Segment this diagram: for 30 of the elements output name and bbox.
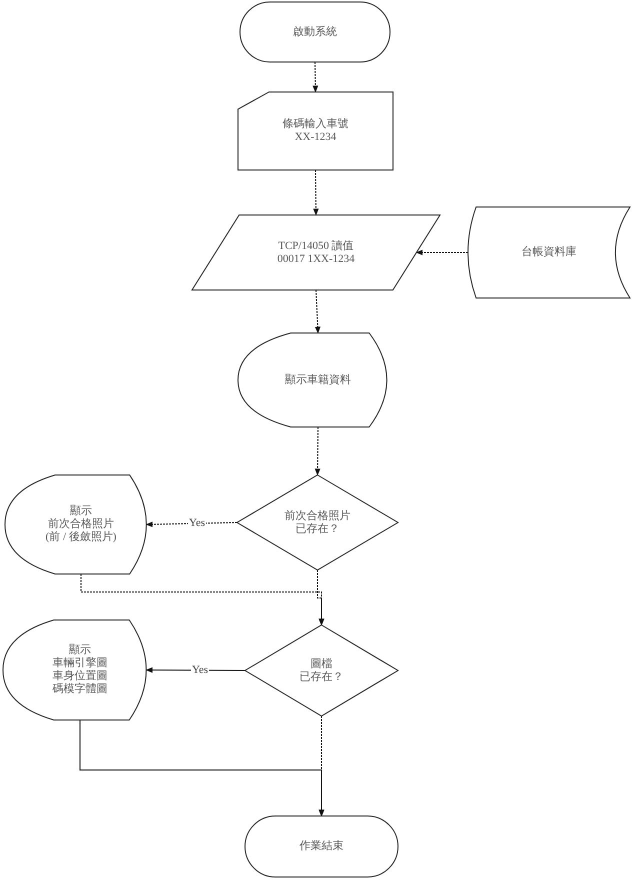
node-text: XX-1234 (294, 131, 336, 144)
node-text: 已存在？ (300, 670, 344, 684)
node-text: 00017 1XX-1234 (277, 252, 355, 266)
node-text: 顯示 (70, 505, 92, 518)
arrow (416, 250, 468, 256)
node-text: 條碼輸入車號 (282, 118, 348, 131)
node-text: 前次合格照片 (48, 518, 114, 531)
arrow (314, 426, 320, 476)
node-text: 已存在？ (296, 522, 340, 536)
node-text: 前次合格照片 (284, 510, 350, 522)
arrow (146, 667, 246, 673)
node-text: 圖檔 (310, 658, 332, 670)
node-text: 車身位置圖 (52, 670, 108, 682)
node-text: 車輛引擎圖 (52, 657, 108, 670)
arrow (317, 570, 324, 626)
node-text: 作業結束 (300, 840, 344, 853)
edge-label: Yes (188, 517, 206, 529)
arrow (318, 716, 324, 817)
arrow (314, 290, 320, 334)
node-text: 台帳資料庫 (522, 246, 576, 259)
node-text: 顯示 (69, 644, 91, 657)
edge-label: Yes (191, 664, 209, 676)
node-text: 顯示車籍資料 (285, 374, 351, 386)
node-text: (前 / 後斂照片) (46, 531, 116, 544)
arrow (146, 522, 238, 528)
arrow (313, 170, 319, 216)
node-text: 碼模字體圖 (52, 683, 108, 696)
node-text: TCP/14050 讀值 (278, 240, 354, 252)
arrow (312, 62, 318, 93)
node-text: 啟動系統 (293, 26, 337, 38)
